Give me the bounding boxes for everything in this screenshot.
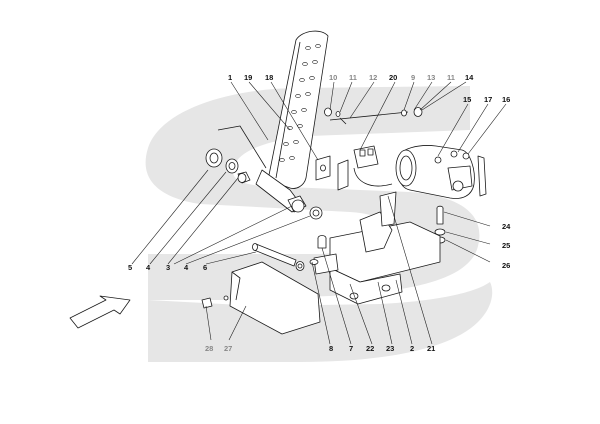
leader-lines — [131, 81, 507, 345]
label-19: 19 — [244, 73, 252, 82]
label-13: 13 — [427, 73, 435, 82]
bushings-washers — [225, 158, 323, 220]
floor-plate — [201, 261, 321, 335]
label-10: 10 — [329, 73, 337, 82]
label-25: 25 — [502, 241, 510, 250]
label-26: 26 — [502, 261, 510, 270]
label-23: 23 — [386, 344, 394, 353]
label-27: 27 — [224, 344, 232, 353]
label-9: 9 — [411, 73, 415, 82]
label-5: 5 — [128, 263, 132, 272]
label-11b: 11 — [447, 73, 455, 82]
mounting-bracket — [309, 191, 441, 305]
label-4b: 4 — [184, 263, 189, 272]
label-24: 24 — [502, 222, 511, 231]
pivot-rod — [252, 243, 305, 271]
label-28: 28 — [205, 344, 213, 353]
direction-arrow — [69, 295, 131, 329]
label-17: 17 — [484, 95, 492, 104]
label-11a: 11 — [349, 73, 357, 82]
label-4a: 4 — [146, 263, 151, 272]
label-18: 18 — [265, 73, 273, 82]
throttle-actuator — [395, 145, 487, 199]
label-12: 12 — [369, 73, 377, 82]
label-14: 14 — [465, 73, 474, 82]
label-21: 21 — [427, 344, 435, 353]
label-2: 2 — [410, 344, 414, 353]
potentiometer-sensor — [315, 145, 393, 191]
link-rod — [324, 107, 423, 125]
label-7: 7 — [349, 344, 353, 353]
label-3: 3 — [166, 263, 170, 272]
label-1: 1 — [228, 73, 232, 82]
label-15: 15 — [463, 95, 471, 104]
part-labels: 1 19 18 10 11 12 20 9 13 11 14 15 17 16 … — [128, 73, 511, 353]
label-22: 22 — [366, 344, 374, 353]
label-8: 8 — [329, 344, 333, 353]
label-20: 20 — [389, 73, 397, 82]
label-6: 6 — [203, 263, 207, 272]
label-16: 16 — [502, 95, 510, 104]
